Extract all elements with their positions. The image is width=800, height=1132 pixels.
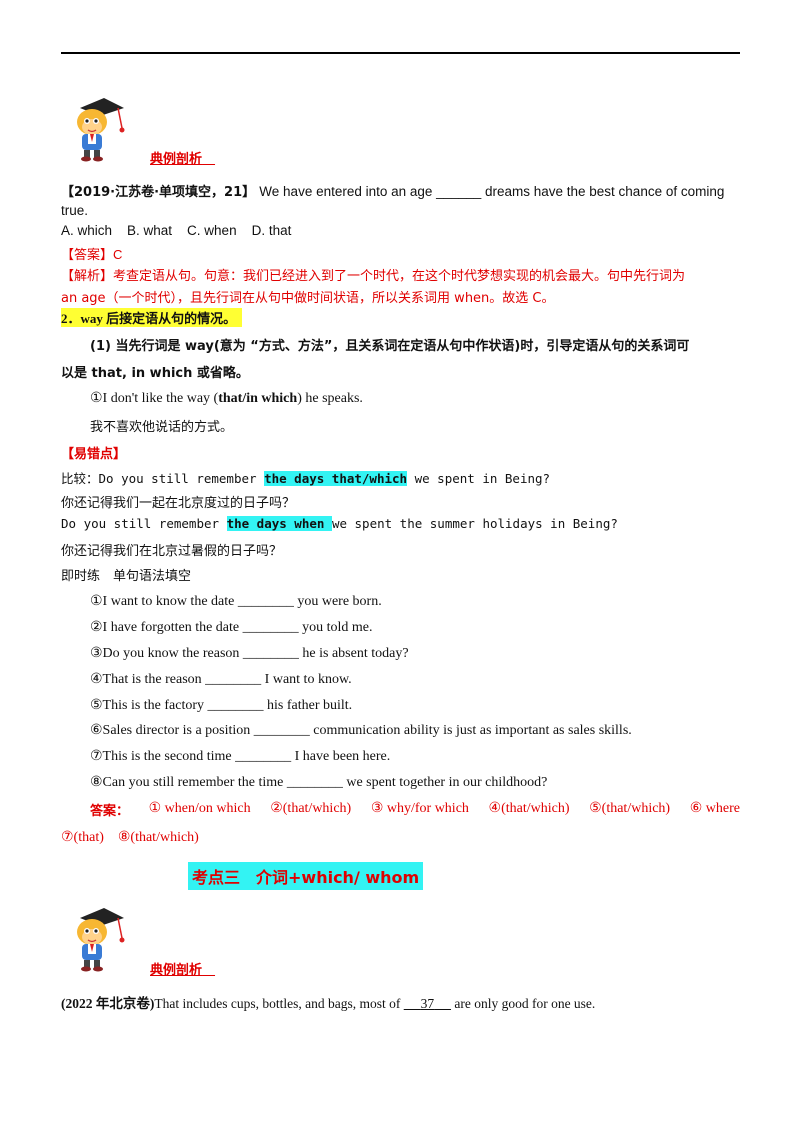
- rule-line-2: 以是 that, in which 或省略。: [61, 366, 249, 381]
- compare-translation-2: 你还记得我们在北京过暑假的日子吗？: [61, 544, 283, 559]
- compare-sentence-2: Do you still remember the days when we s…: [61, 516, 618, 531]
- answers-row-1: 答案： ① when/on which ②(that/which) ③ why/…: [90, 800, 740, 819]
- example-suffix: ) he speaks.: [297, 391, 363, 406]
- compare-sentence-1: 比较：Do you still remember the days that/w…: [61, 468, 550, 487]
- compare-translation-1: 你还记得我们一起在北京度过的日子吗？: [61, 496, 296, 511]
- example-sentence: ①I don't like the way (that/in which) he…: [90, 390, 363, 407]
- example-prefix: ①I don't like the way (: [90, 391, 219, 406]
- answer-line: 【答案】C: [61, 244, 122, 263]
- question-suffix: are only good for one use.: [450, 996, 596, 1011]
- section-title: 考点三 介词+which/ whom: [188, 862, 424, 890]
- answers-row-2: ⑦(that) ⑧(that/which): [61, 830, 199, 845]
- answer-label: 【答案】: [61, 248, 114, 263]
- practice-item: ⑦This is the second time ________ I have…: [90, 749, 391, 764]
- practice-item: ①I want to know the date ________ you we…: [90, 594, 382, 609]
- error-point-label: 【易错点】: [61, 447, 127, 462]
- rule-line-1: (1) 当先行词是 way(意为 “方式、方法”，且关系词在定语从句中作状语)时…: [90, 339, 690, 354]
- compare-highlight-1: the days that/which: [264, 471, 408, 486]
- question-prefix: That includes cups, bottles, and bags, m…: [154, 996, 404, 1011]
- question-line: 【2019·江苏卷·单项填空，21】 We have entered into …: [61, 181, 724, 200]
- question-text-cont: true.: [61, 203, 89, 218]
- example-bold: that/in which: [218, 391, 298, 406]
- question-2022: (2022 年北京卷)That includes cups, bottles, …: [61, 992, 595, 1012]
- practice-title: 即时练 单句语法填空: [61, 569, 192, 584]
- example-translation: 我不喜欢他说话的方式。: [90, 420, 234, 435]
- compare-suffix-2: we spent the summer holidays in Being?: [331, 516, 618, 531]
- compare-prefix: 比较：Do you still remember: [61, 471, 265, 486]
- compare-suffix-1: we spent in Being?: [407, 471, 551, 486]
- question-text: We have entered into an age ______ dream…: [259, 184, 725, 199]
- header-rule: [61, 52, 740, 54]
- answer-item: ②(that/which): [270, 801, 352, 816]
- answers-label: 答案：: [90, 804, 130, 819]
- practice-item: ③Do you know the reason ________ he is a…: [90, 646, 409, 661]
- compare-prefix-2: Do you still remember: [61, 516, 227, 531]
- point-title: 2．way 后接定语从句的情况。: [61, 308, 243, 327]
- practice-item: ⑥Sales director is a position ________ c…: [90, 723, 632, 738]
- answer-item: ④(that/which): [488, 801, 570, 816]
- section-heading: 典例剖析: [150, 963, 203, 978]
- mascot-graduate-icon: [77, 908, 125, 972]
- answer-item: ⑤(that/which): [589, 801, 671, 816]
- practice-item: ⑤This is the factory ________ his father…: [90, 698, 353, 713]
- section-heading: 典例剖析: [150, 152, 203, 167]
- practice-item: ④That is the reason ________ I want to k…: [90, 672, 352, 687]
- practice-item: ⑧Can you still remember the time _______…: [90, 775, 548, 790]
- practice-item: ②I have forgotten the date ________ you …: [90, 620, 373, 635]
- answer-options: A. which B. what C. when D. that: [61, 223, 292, 238]
- question-source: 【2019·江苏卷·单项填空，21】: [61, 185, 256, 200]
- answer-item: ⑥ where: [689, 801, 740, 816]
- analysis-label: 【解析】: [61, 269, 114, 284]
- blank-number: 37: [420, 996, 435, 1011]
- answer-item: ③ why/for which: [370, 801, 469, 816]
- analysis-line-1: 【解析】考查定语从句。句意：我们已经进入到了一个时代，在这个时代梦想实现的机会最…: [61, 265, 685, 284]
- answer-item: ① when/on which: [148, 801, 251, 816]
- analysis-text: 考查定语从句。句意：我们已经进入到了一个时代，在这个时代梦想实现的机会最大。句中…: [113, 269, 686, 284]
- question-source: (2022 年北京卷): [61, 996, 155, 1011]
- compare-highlight-2: the days when: [226, 516, 332, 531]
- analysis-line-2: an age（一个时代），且先行词在从句中做时间状语，所以关系词用 when。故…: [61, 291, 555, 306]
- mascot-graduate-icon: [77, 98, 125, 162]
- answer-value: C: [113, 247, 123, 262]
